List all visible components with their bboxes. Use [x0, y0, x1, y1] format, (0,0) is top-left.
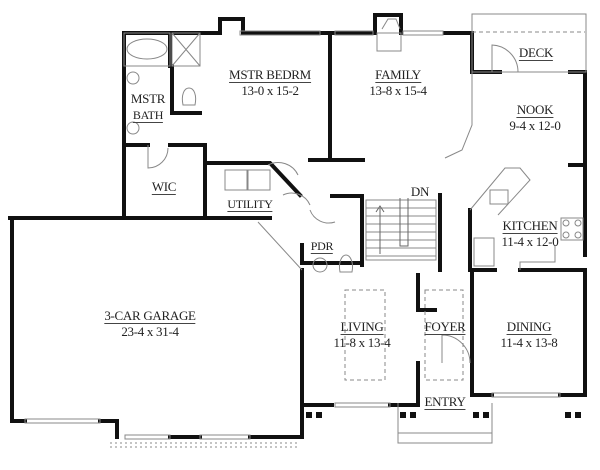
kitchen-island [469, 167, 531, 216]
bathtub [126, 38, 168, 60]
deck-outline [471, 13, 587, 73]
wall-mstr-bedrm [170, 17, 332, 162]
wall-stairs [360, 193, 442, 272]
wall-wic [122, 143, 207, 217]
room-label-mstr-bedrm: MSTR BEDRM 13-0 x 15-2 [229, 67, 311, 98]
room-label-garage: 3-CAR GARAGE 23-4 x 31-4 [104, 308, 196, 339]
dryer [247, 169, 271, 191]
sink-master-2 [126, 121, 140, 135]
room-label-kitchen: KITCHEN 11-4 x 12-0 [501, 218, 559, 249]
shower [171, 32, 201, 67]
toilet-pdr [339, 254, 353, 273]
door-wic [147, 145, 169, 169]
room-label-utility: UTILITY [227, 197, 273, 213]
door-pdr [309, 209, 336, 224]
door-utility [267, 162, 299, 176]
wall-living [300, 268, 437, 407]
fireplace [381, 18, 401, 30]
room-label-living: LIVING 11-8 x 13-4 [333, 319, 391, 350]
refrigerator [473, 237, 495, 267]
washer [224, 169, 248, 191]
range [560, 217, 584, 241]
room-label-dining: DINING 11-4 x 13-8 [500, 319, 558, 350]
room-label-family: FAMILY 13-8 x 15-4 [369, 67, 427, 98]
window-family-right [402, 30, 444, 36]
stair-label-dn: DN [410, 184, 430, 199]
door-foyer [441, 334, 471, 364]
toilet-master [181, 87, 197, 106]
room-label-mstr-bath: MSTR BATH [130, 91, 166, 124]
room-label-foyer: FOYER [424, 319, 466, 336]
garage-door-1 [24, 418, 101, 424]
wall-bath-shower [170, 64, 202, 115]
room-label-entry: ENTRY [424, 394, 466, 411]
kitchen-sink [489, 189, 509, 205]
room-label-nook: NOOK 9-4 x 12-0 [509, 102, 561, 133]
door-hall [282, 192, 311, 206]
room-label-wic: WIC [151, 179, 177, 196]
window-mstr-bedrm [239, 30, 321, 36]
room-label-deck: DECK [518, 45, 554, 62]
room-label-pdr: PDR [310, 239, 334, 255]
window-family-left [334, 30, 374, 36]
wall-utility-top [203, 161, 303, 198]
staircase [365, 198, 437, 261]
fireplace-hearth [376, 32, 402, 52]
sink-master-1 [126, 71, 140, 85]
living-ceiling-detail [344, 289, 386, 381]
garage-door-3 [199, 434, 251, 440]
deck-door [491, 44, 519, 73]
wall-garage [10, 216, 304, 439]
garage-door-2 [124, 434, 171, 440]
entry-steps [397, 403, 493, 444]
sink-pdr [312, 257, 328, 273]
